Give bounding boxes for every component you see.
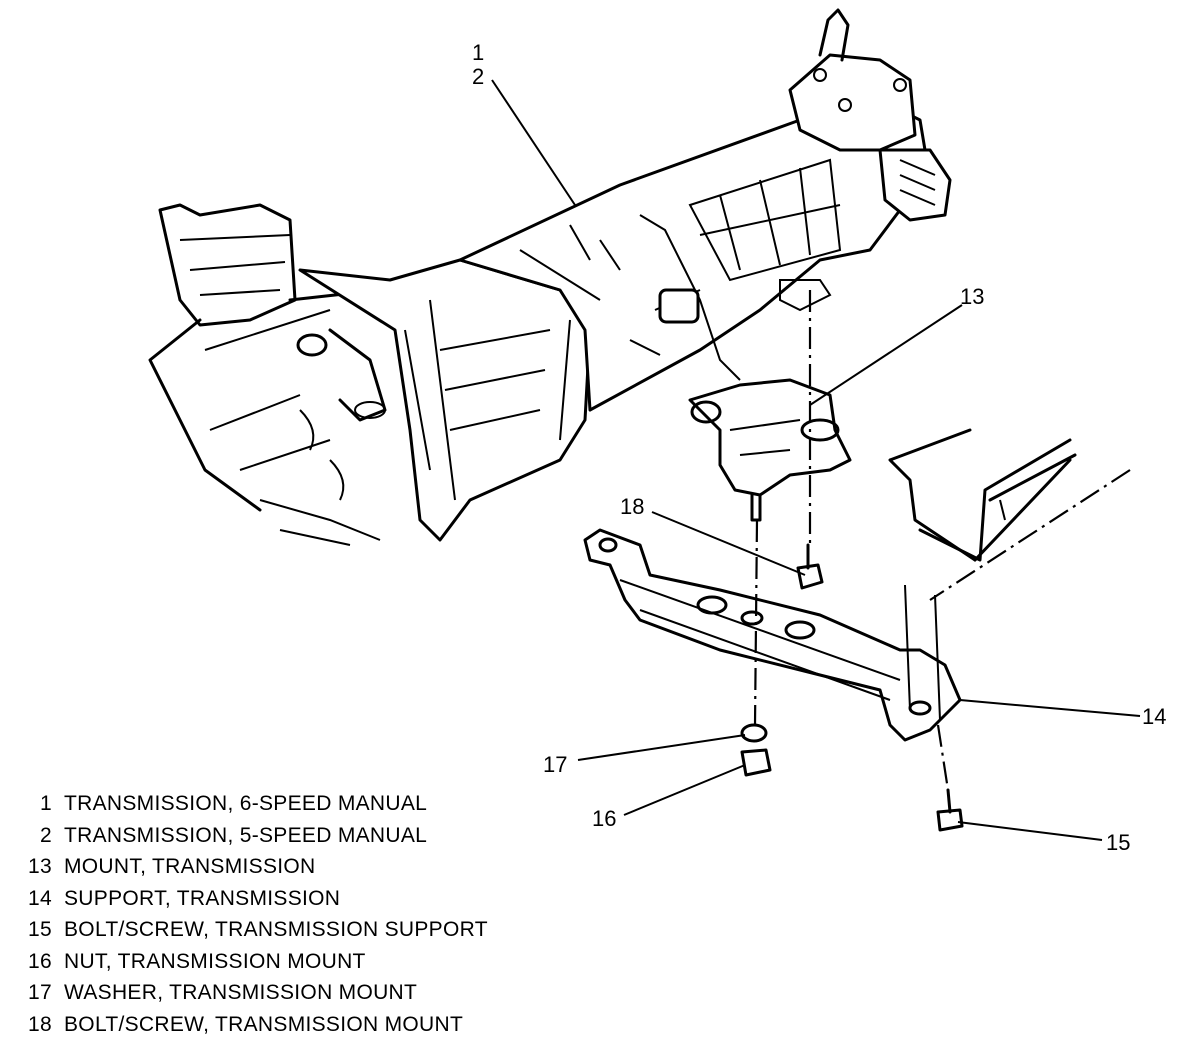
callout-1: 1 [472,40,485,65]
parts-legend: 1 TRANSMISSION, 6-SPEED MANUAL 2 TRANSMISS… [8,792,488,1044]
transmission [298,8,952,542]
legend-number: 13 [28,855,52,878]
legend-item: 15 BOLT/SCREW, TRANSMISSION SUPPORT [8,918,488,950]
legend-number: 18 [28,1012,52,1036]
bolt-screw-15 [936,788,964,832]
callout-16: 16 [592,806,617,831]
alignment-lines [753,290,1131,791]
legend-item: 14 SUPPORT, TRANSMISSION [8,887,488,919]
transmission-mount [688,378,852,522]
legend-number: 15 [28,918,52,941]
legend-number: 2 [40,823,52,847]
bolt-screw-18 [796,543,824,590]
washer-17 [740,723,768,743]
frame-rail [888,428,1077,562]
legend-item: 2 TRANSMISSION, 5-SPEED MANUAL [8,824,488,856]
legend-number: 16 [28,949,52,973]
legend-label: WASHER, TRANSMISSION MOUNT [64,981,418,1004]
callout-14: 14 [1142,704,1167,729]
legend-item: 17 WASHER, TRANSMISSION MOUNT [8,981,488,1013]
legend-label: BOLT/SCREW, TRANSMISSION MOUNT [64,1012,464,1036]
callout-13: 13 [960,284,985,309]
legend-label: SUPPORT, TRANSMISSION [64,886,341,910]
legend-item: 13 MOUNT, TRANSMISSION [8,855,488,887]
legend-label: NUT, TRANSMISSION MOUNT [64,949,366,973]
nut-16 [740,748,772,777]
legend-number: 14 [28,886,52,910]
callout-17: 17 [543,752,568,777]
engine-block [148,203,387,546]
legend-number: 17 [28,981,52,1004]
callout-2: 2 [472,64,485,89]
legend-label: TRANSMISSION, 6-SPEED MANUAL [64,792,428,815]
leader-lines [491,79,1141,841]
legend-label: BOLT/SCREW, TRANSMISSION SUPPORT [64,918,488,941]
legend-item: 16 NUT, TRANSMISSION MOUNT [8,950,488,982]
legend-item: 1 TRANSMISSION, 6-SPEED MANUAL [8,792,488,824]
callout-18: 18 [620,494,645,519]
legend-number: 1 [40,792,52,815]
legend-label: TRANSMISSION, 5-SPEED MANUAL [64,823,428,847]
transmission-support [583,528,962,742]
legend-label: MOUNT, TRANSMISSION [64,855,316,878]
legend-item: 18 BOLT/SCREW, TRANSMISSION MOUNT [8,1013,488,1045]
callout-15: 15 [1106,830,1131,855]
